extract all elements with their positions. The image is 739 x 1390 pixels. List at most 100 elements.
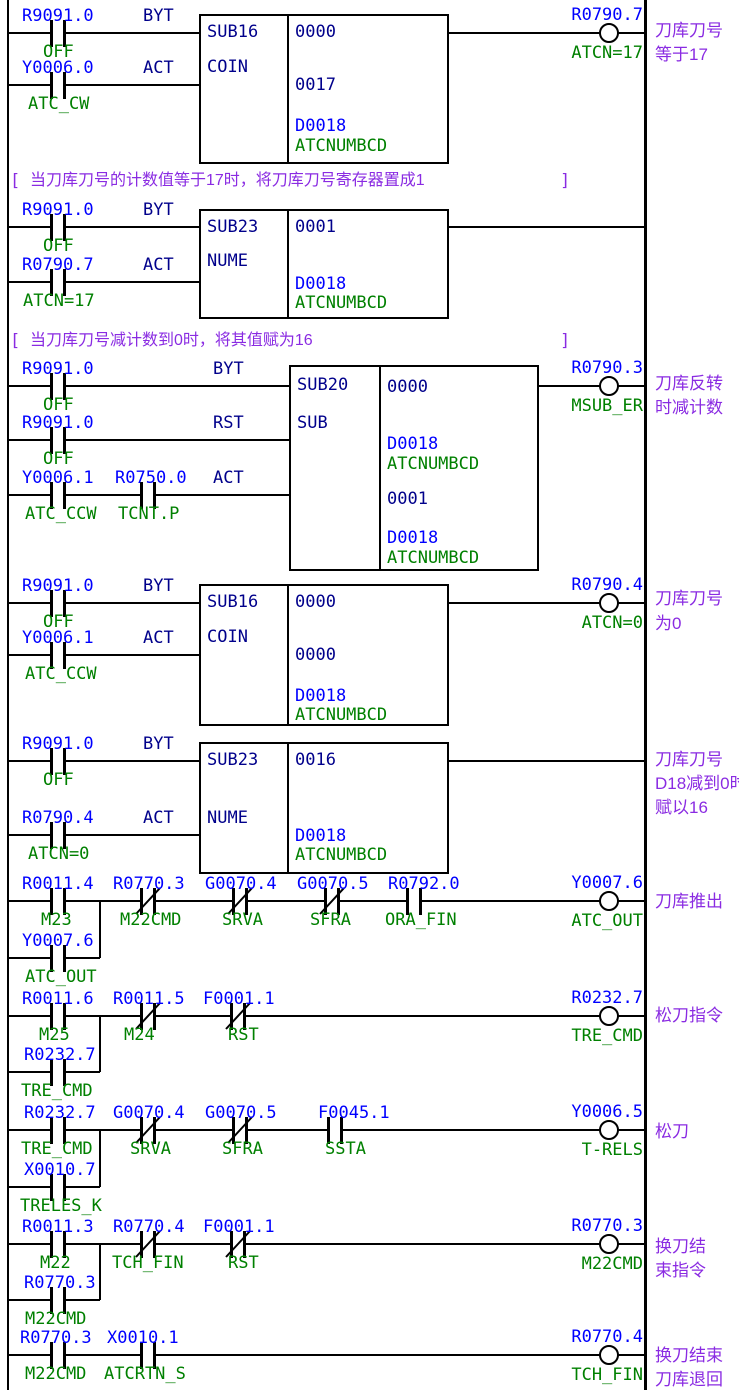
contact-bar: [63, 1342, 66, 1369]
contact-bar: [63, 214, 66, 241]
contact-bar: [419, 888, 422, 915]
block-text: ATCNUMBCD: [387, 454, 480, 474]
no-contact-Y0006.0[interactable]: [50, 71, 66, 99]
no-contact-R0792.0[interactable]: [406, 887, 422, 915]
side-comment-text: 刀库刀号: [655, 21, 723, 40]
rung-comment-text: 当刀库刀号减计数到0时，将其值赋为16: [30, 332, 313, 349]
nc-contact-R0770.3[interactable]: [135, 887, 161, 915]
coil-circle: [599, 1234, 619, 1254]
no-contact-X0010.1[interactable]: [140, 1341, 156, 1369]
output-coil-R0770.3[interactable]: [599, 1234, 619, 1254]
contact-gap: [329, 1116, 341, 1144]
address-label: R0011.4: [22, 874, 94, 894]
contact-gap: [52, 1286, 64, 1314]
nc-contact-G0070.5[interactable]: [227, 1116, 253, 1144]
nc-contact-R0770.4[interactable]: [135, 1230, 161, 1258]
address-label: X0010.7: [24, 1160, 96, 1180]
no-contact-Y0007.6[interactable]: [50, 944, 66, 972]
no-contact-R0011.4[interactable]: [50, 887, 66, 915]
contact-bar: [50, 1174, 53, 1201]
block-text: NUME: [207, 808, 248, 828]
no-contact-R0011.3[interactable]: [50, 1230, 66, 1258]
output-coil-R0232.7[interactable]: [599, 1006, 619, 1026]
nc-contact-G0070.4[interactable]: [135, 1116, 161, 1144]
symbol-label: ATCRTN_S: [104, 1364, 186, 1384]
side-comment-text: 刀库退回: [655, 1370, 723, 1389]
symbol-label: M22CMD: [25, 1309, 87, 1329]
address-label: R9091.0: [22, 576, 94, 596]
symbol-label: SSTA: [325, 1139, 366, 1159]
contact-gap: [52, 1058, 64, 1086]
nc-contact-G0070.4[interactable]: [227, 887, 253, 915]
output-coil-R0790.3[interactable]: [599, 376, 619, 396]
no-contact-R0750.0[interactable]: [140, 481, 156, 509]
side-comment-text: 刀库推出: [655, 892, 723, 911]
no-contact-R9091.0[interactable]: [50, 213, 66, 241]
contact-gap: [52, 213, 64, 241]
nc-contact-F0001.1[interactable]: [225, 1230, 251, 1258]
no-contact-R9091.0[interactable]: [50, 589, 66, 617]
output-coil-Y0006.5[interactable]: [599, 1120, 619, 1140]
output-coil-R0790.4[interactable]: [599, 593, 619, 613]
block-text: 0017: [295, 75, 336, 95]
address-label: R0790.7: [22, 255, 94, 275]
no-contact-R0011.6[interactable]: [50, 1002, 66, 1030]
block-text: ATCNUMBCD: [295, 705, 388, 725]
symbol-label: TRE_CMD: [21, 1139, 93, 1159]
contact-slash: [225, 1230, 251, 1258]
no-contact-R0790.4[interactable]: [50, 821, 66, 849]
no-contact-R0770.3[interactable]: [50, 1341, 66, 1369]
contact-gap: [52, 887, 64, 915]
function-block-SUB16[interactable]: [199, 584, 449, 726]
function-block-SUB20[interactable]: [289, 365, 539, 571]
nc-contact-F0001.1[interactable]: [225, 1002, 251, 1030]
no-contact-Y0006.1[interactable]: [50, 481, 66, 509]
contact-bar: [50, 214, 53, 241]
contact-bar: [63, 822, 66, 849]
rung-comment-text: 当刀库刀号的计数值等于17时，将刀库刀号寄存器置成1: [30, 172, 425, 189]
symbol-label: ATC_CCW: [25, 664, 97, 684]
contact-bar: [153, 1342, 156, 1369]
output-coil-R0790.7[interactable]: [599, 23, 619, 43]
no-contact-Y0006.1[interactable]: [50, 641, 66, 669]
contact-bar: [153, 482, 156, 509]
block-text: COIN: [207, 627, 248, 647]
contact-gap: [52, 1341, 64, 1369]
contact-bar: [140, 888, 143, 915]
address-label: R0770.3: [113, 874, 185, 894]
address-label: Y0007.6: [571, 873, 643, 893]
no-contact-R0232.7[interactable]: [50, 1116, 66, 1144]
nc-contact-R0011.5[interactable]: [135, 1002, 161, 1030]
no-contact-R0790.7[interactable]: [50, 268, 66, 296]
no-contact-R9091.0[interactable]: [50, 747, 66, 775]
no-contact-X0010.7[interactable]: [50, 1173, 66, 1201]
function-block-SUB23[interactable]: [199, 209, 449, 319]
contact-bar: [245, 1117, 248, 1144]
nc-contact-G0070.5[interactable]: [319, 887, 345, 915]
output-coil-Y0007.6[interactable]: [599, 891, 619, 911]
contact-gap: [52, 426, 64, 454]
contact-gap: [52, 19, 64, 47]
contact-bar: [63, 427, 66, 454]
contact-gap: [142, 481, 154, 509]
block-text: D0018: [295, 686, 347, 706]
contact-slash: [225, 1002, 251, 1030]
output-coil-R0770.4[interactable]: [599, 1345, 619, 1365]
function-block-SUB16[interactable]: [199, 14, 449, 164]
no-contact-R9091.0[interactable]: [50, 19, 66, 47]
address-label: G0070.4: [205, 874, 277, 894]
block-text: SUB16: [207, 592, 259, 612]
no-contact-R0232.7[interactable]: [50, 1058, 66, 1086]
contact-gap: [52, 747, 64, 775]
no-contact-F0045.1[interactable]: [327, 1116, 343, 1144]
contact-bar: [50, 1342, 53, 1369]
contact-bar: [50, 748, 53, 775]
side-comment-text: 时减计数: [655, 398, 723, 417]
block-text: ATCNUMBCD: [387, 548, 480, 568]
no-contact-R0770.3[interactable]: [50, 1286, 66, 1314]
side-comment-text: 松刀: [655, 1122, 689, 1141]
contact-gap: [52, 641, 64, 669]
function-block-SUB23[interactable]: [199, 742, 449, 874]
no-contact-R9091.0[interactable]: [50, 426, 66, 454]
no-contact-R9091.0[interactable]: [50, 372, 66, 400]
